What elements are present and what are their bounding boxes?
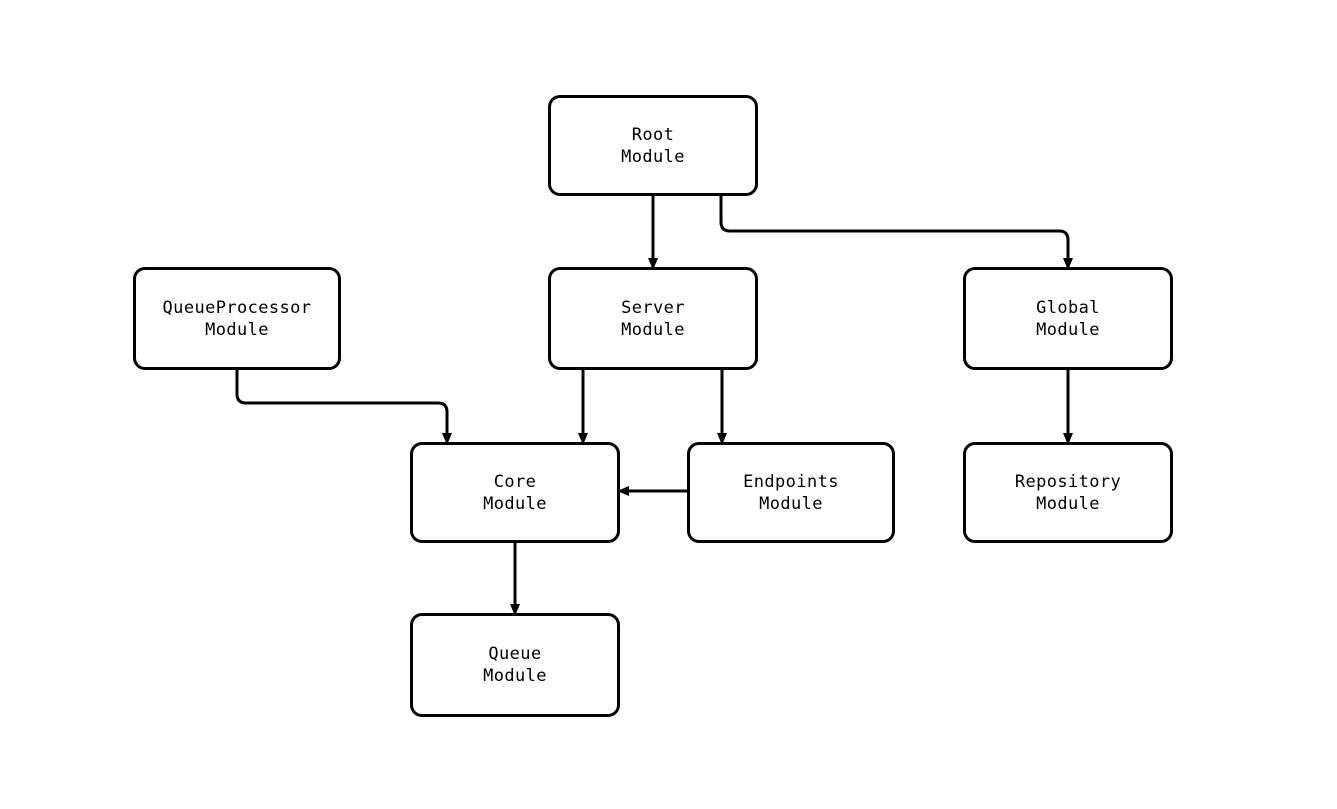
repository-module-node-title: Repository — [1014, 471, 1122, 492]
root-module-node-title: Root — [631, 124, 675, 145]
root-module-node-subtitle: Module — [621, 146, 685, 167]
server-module-node-subtitle: Module — [621, 319, 685, 340]
queueprocessor-module-node-title: QueueProcessor — [162, 297, 312, 318]
core-module-node-subtitle: Module — [483, 493, 547, 514]
edge-queueprocessor-to-core — [235, 370, 452, 445]
global-module-node-title: Global — [1036, 297, 1100, 318]
global-module-node-subtitle: Module — [1036, 319, 1100, 340]
server-module-node-title: Server — [621, 297, 685, 318]
queue-module-node-title: Queue — [488, 644, 542, 664]
edge-root-to-global — [719, 196, 1073, 270]
endpoints-module-node-title: Endpoints — [743, 471, 839, 492]
queue-module-node-subtitle: Module — [483, 666, 547, 686]
edges-group — [235, 196, 1073, 616]
queueprocessor-module-node-subtitle: Module — [205, 319, 269, 340]
repository-module-node-subtitle: Module — [1036, 493, 1100, 514]
endpoints-module-node-subtitle: Module — [759, 493, 823, 514]
core-module-node-title: Core — [493, 471, 537, 492]
